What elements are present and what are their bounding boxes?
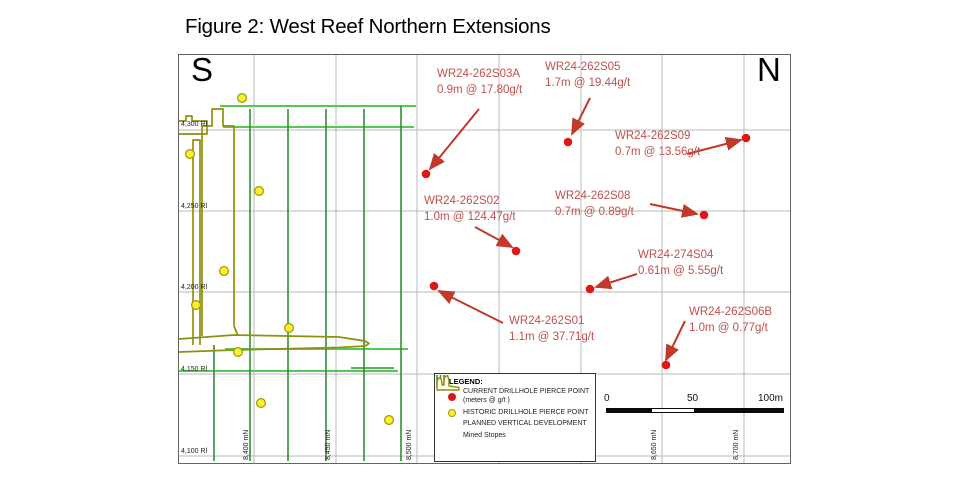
drillhole-name: WR24-262S01 bbox=[509, 315, 585, 327]
scale-segment-white bbox=[651, 408, 695, 413]
legend-item-label: CURRENT DRILLHOLE PIERCE POINT (meters @… bbox=[463, 388, 589, 406]
drillhole-intercept: 0.61m @ 5.55g/t bbox=[638, 264, 724, 277]
drillhole-annotation: WR24-262S09 0.7m @ 13.56g/t bbox=[615, 129, 700, 160]
drillhole-name: WR24-262S09 bbox=[615, 130, 691, 142]
drillhole-name: WR24-262S08 bbox=[555, 190, 631, 202]
legend-item-label: Mined Stopes bbox=[463, 432, 506, 439]
drillhole-annotation: WR24-262S01 1.1m @ 37.71g/t bbox=[509, 314, 594, 345]
drillhole-intercept: 0.7m @ 0.89g/t bbox=[555, 205, 634, 218]
yellow-dot-icon bbox=[441, 408, 463, 417]
scale-bar-segments bbox=[606, 408, 784, 413]
legend-item-label: PLANNED VERTICAL DEVELOPMENT bbox=[463, 420, 587, 428]
mn-axis-label: 8,400 mN bbox=[243, 429, 250, 460]
scale-bar: 0 50 100m bbox=[604, 393, 788, 413]
drillhole-name: WR24-262S03A bbox=[437, 68, 521, 80]
scale-segment-black bbox=[695, 408, 784, 413]
planned-development-lines bbox=[179, 105, 416, 461]
legend-header: LEGEND: bbox=[449, 377, 483, 386]
drillhole-annotation: WR24-262S05 1.7m @ 19.44g/t bbox=[545, 60, 630, 91]
drillhole-annotation: WR24-262S03A 0.9m @ 17.80g/t bbox=[437, 67, 522, 98]
legend-item-historic: HISTORIC DRILLHOLE PIERCE POINT bbox=[441, 409, 591, 418]
rl-axis-label: 4,250 Rl bbox=[181, 203, 208, 210]
section-drawing bbox=[179, 55, 790, 463]
drillhole-annotation: WR24-262S02 1.0m @ 124.47g/t bbox=[424, 194, 516, 225]
rl-axis-label: 4,150 Rl bbox=[181, 366, 208, 373]
drillhole-annotation: WR24-262S08 0.7m @ 0.89g/t bbox=[555, 189, 634, 220]
legend-item-current: CURRENT DRILLHOLE PIERCE POINT (meters @… bbox=[441, 388, 591, 406]
drillhole-intercept: 0.7m @ 13.56g/t bbox=[615, 145, 701, 158]
legend-item-label: HISTORIC DRILLHOLE PIERCE POINT bbox=[463, 408, 589, 416]
drillhole-annotation: WR24-274S04 0.61m @ 5.55g/t bbox=[638, 248, 723, 279]
grid-lines bbox=[179, 55, 790, 463]
drillhole-intercept: 1.1m @ 37.71g/t bbox=[509, 330, 595, 343]
scale-label-100: 100m bbox=[758, 393, 784, 404]
section-plot: S N 4,300 Rl 4,250 Rl 4,200 Rl 4,150 Rl … bbox=[178, 51, 791, 464]
legend-current-label: CURRENT DRILLHOLE PIERCE POINT bbox=[463, 388, 590, 395]
scale-segment-black bbox=[606, 408, 651, 413]
rl-axis-label: 4,100 Rl bbox=[181, 448, 208, 455]
figure-title: Figure 2: West Reef Northern Extensions bbox=[185, 15, 551, 38]
red-dot-icon bbox=[441, 392, 463, 401]
legend-current-sublabel: (meters @ g/t ) bbox=[463, 396, 510, 404]
drillhole-intercept: 1.0m @ 124.47g/t bbox=[424, 210, 516, 223]
rl-axis-label: 4,300 Rl bbox=[181, 121, 208, 128]
orientation-north: N bbox=[757, 51, 781, 88]
drillhole-intercept: 1.0m @ 0.77g/t bbox=[689, 321, 768, 334]
historic-drillhole-points bbox=[184, 92, 395, 426]
drillhole-name: WR24-262S05 bbox=[545, 61, 621, 73]
legend-item-planned: PLANNED VERTICAL DEVELOPMENT bbox=[436, 375, 591, 429]
mined-stopes-outline bbox=[179, 108, 370, 353]
annotation-arrows bbox=[428, 97, 743, 362]
orientation-south: S bbox=[191, 51, 214, 88]
drillhole-annotation: WR24-262S06B 1.0m @ 0.77g/t bbox=[689, 305, 772, 336]
drillhole-name: WR24-262S06B bbox=[689, 306, 773, 318]
mn-axis-label: 8,700 mN bbox=[733, 429, 740, 460]
scale-label-0: 0 bbox=[604, 393, 610, 404]
drillhole-name: WR24-262S02 bbox=[424, 195, 500, 207]
current-drillhole-points bbox=[421, 133, 751, 370]
scale-label-50: 50 bbox=[687, 393, 699, 404]
scale-bar-labels: 0 50 100m bbox=[604, 393, 788, 406]
legend-box: LEGEND: CURRENT DRILLHOLE PIERCE POINT (… bbox=[434, 373, 596, 462]
drillhole-name: WR24-274S04 bbox=[638, 249, 714, 261]
drillhole-intercept: 1.7m @ 19.44g/t bbox=[545, 76, 631, 89]
mn-axis-label: 8,450 mN bbox=[325, 429, 332, 460]
rl-axis-label: 4,200 Rl bbox=[181, 284, 208, 291]
drillhole-intercept: 0.9m @ 17.80g/t bbox=[437, 83, 523, 96]
mn-axis-label: 8,650 mN bbox=[651, 429, 658, 460]
legend-item-stopes: Mined Stopes bbox=[436, 375, 591, 441]
mn-axis-label: 8,500 mN bbox=[406, 429, 413, 460]
